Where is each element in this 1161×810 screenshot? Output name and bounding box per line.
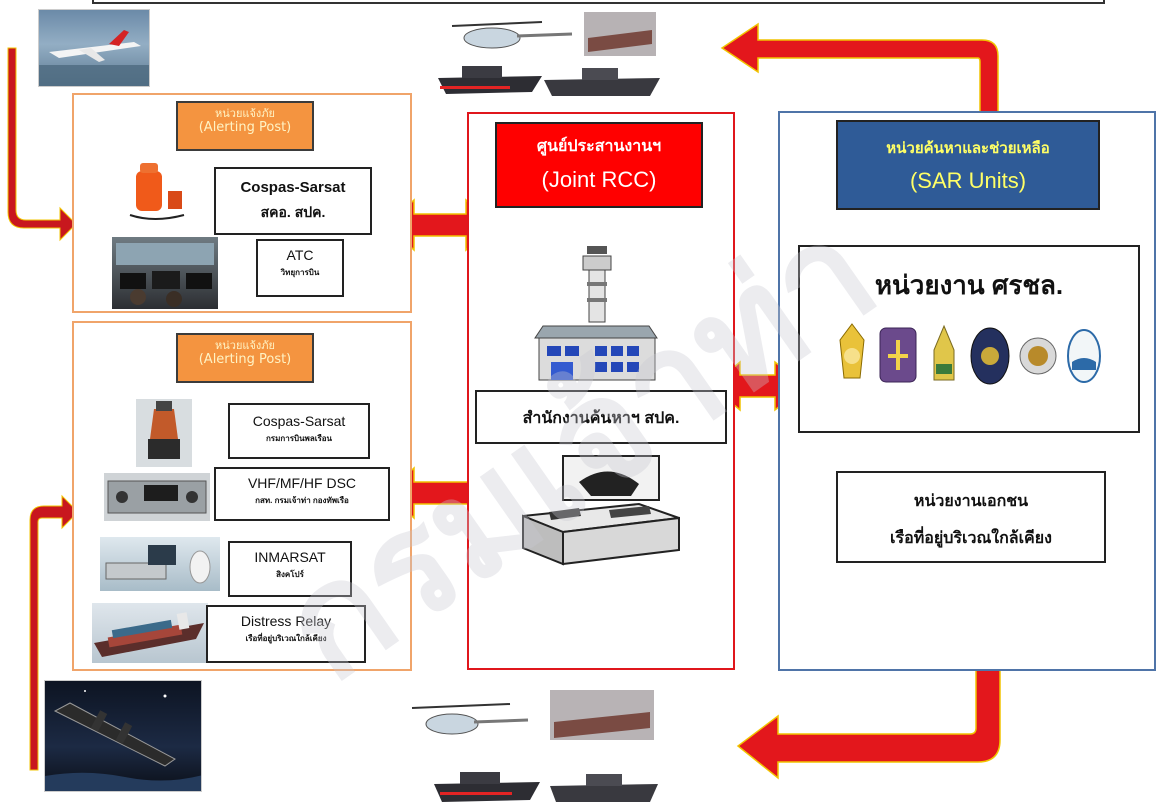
rcc-office-text: สำนักงานค้นหาฯ สปค. — [522, 410, 680, 427]
private-sector-line1: หน่วยงานเอกชน — [913, 493, 1029, 510]
top-assets-photo — [432, 8, 662, 100]
army-emblem-icon — [1019, 337, 1057, 375]
agency-emblem-icon — [933, 324, 955, 381]
marine-emblem-icon — [879, 327, 917, 383]
distress-relay-title: Distress Relay — [240, 613, 332, 629]
distress-relay-sub: เรือที่อยู่บริเวณใกล้เคียง — [245, 634, 327, 643]
control-room-icon — [116, 243, 214, 307]
epirb-beacon-photo — [124, 161, 194, 223]
arrow-aircraft-to-alert — [7, 47, 77, 242]
helicopter-vessels-icon-bottom — [411, 690, 658, 802]
tag-thai-label-bottom: หน่วยแจ้งภัย — [215, 339, 275, 352]
satcom-terminal-icon — [105, 545, 211, 584]
cospas-sarsat-sub-bottom: กรมการบินพลเรือน — [265, 434, 333, 443]
alerting-post-panel-bottom: หน่วยแจ้งภัย (Alerting Post) Cospas-Sars… — [72, 321, 412, 671]
private-sector-box: หน่วยงานเอกชน เรือที่อยู่บริเวณใกล้เคียง — [836, 471, 1106, 563]
operations-desk-icon — [519, 452, 683, 570]
cospas-sarsat-title-bottom: Cospas-Sarsat — [252, 413, 346, 429]
arrow-ship-to-alert — [29, 494, 79, 771]
sar-gov-label: หน่วยงาน ศรชล. — [874, 270, 1064, 300]
atc-sub: วิทยุการบิน — [280, 268, 320, 277]
helicopter-vessels-icon — [438, 12, 660, 96]
control-tower-building-icon — [529, 242, 663, 384]
sar-gov-box: หน่วยงาน ศรชล. — [798, 245, 1140, 433]
rcc-office-label: สำนักงานค้นหาฯ สปค. — [475, 390, 727, 444]
control-tower-building-svg — [534, 246, 658, 381]
inmarsat-sub: สิงคโปร์ — [276, 570, 304, 579]
alerting-post-tag-bottom: หน่วยแจ้งภัย (Alerting Post) — [176, 333, 314, 383]
beacon-icon — [148, 401, 180, 459]
beacon-photo — [136, 399, 192, 467]
arrow-sar-to-assets-bottom — [736, 661, 1001, 780]
tag-en-label-bottom: (Alerting Post) — [198, 352, 292, 367]
rcc-title-thai: ศูนย์ประสานงานฯ — [536, 138, 662, 155]
atc-box: ATC วิทยุการบิน — [256, 239, 344, 297]
cospas-sarsat-box-bottom: Cospas-Sarsat กรมการบินพลเรือน — [228, 403, 370, 459]
sinking-ship-icon — [45, 690, 201, 791]
epirb-beacon-icon — [129, 163, 185, 220]
alerting-post-tag-top: หน่วยแจ้งภัย (Alerting Post) — [176, 101, 314, 151]
joint-rcc-panel: ศูนย์ประสานงานฯ (Joint RCC) สำนักงานค้นห… — [467, 112, 735, 670]
dsc-sub: กสท. กรมเจ้าท่า กองทัพเรือ — [255, 496, 349, 505]
harbor-emblem-icon — [1067, 329, 1101, 383]
radio-set-icon — [107, 480, 207, 514]
sar-title-thai: หน่วยค้นหาและช่วยเหลือ — [886, 140, 1050, 157]
cospas-sarsat-sub: สคอ. สปค. — [260, 204, 326, 220]
inmarsat-title: INMARSAT — [254, 549, 326, 565]
rcc-title-en: (Joint RCC) — [541, 167, 657, 192]
tag-en-label: (Alerting Post) — [198, 120, 292, 135]
sar-title-box: หน่วยค้นหาและช่วยเหลือ (SAR Units) — [836, 120, 1100, 210]
distress-relay-box: Distress Relay เรือที่อยู่บริเวณใกล้เคีย… — [206, 605, 366, 663]
dsc-title: VHF/MF/HF DSC — [247, 475, 357, 491]
cargo-ship-photo — [92, 603, 208, 663]
inmarsat-box: INMARSAT สิงคโปร์ — [228, 541, 352, 597]
cargo-ship-icon — [94, 612, 204, 657]
bottom-assets-photo — [400, 688, 660, 806]
sar-title-en: (SAR Units) — [909, 168, 1027, 193]
alerting-post-panel-top: หน่วยแจ้งภัย (Alerting Post) Cospas-Sars… — [72, 93, 412, 313]
radio-set-photo — [104, 473, 210, 521]
police-emblem-icon — [970, 327, 1010, 385]
cospas-sarsat-title: Cospas-Sarsat — [240, 179, 346, 196]
aircraft-ditching-photo — [38, 9, 150, 87]
aircraft-icon — [39, 30, 149, 86]
rcc-title-box: ศูนย์ประสานงานฯ (Joint RCC) — [495, 122, 703, 208]
top-frame-line — [92, 0, 1105, 4]
navy-emblem-icon — [839, 323, 865, 379]
tag-thai-label: หน่วยแจ้งภัย — [215, 107, 275, 120]
atc-title: ATC — [286, 247, 314, 263]
dsc-box: VHF/MF/HF DSC กสท. กรมเจ้าท่า กองทัพเรือ — [214, 467, 390, 521]
cospas-sarsat-box-top: Cospas-Sarsat สคอ. สปค. — [214, 167, 372, 235]
operations-desk-svg — [522, 455, 680, 566]
private-sector-line2: เรือที่อยู่บริเวณใกล้เคียง — [890, 530, 1052, 547]
agency-emblem-row — [800, 320, 1138, 390]
arrow-sar-to-assets-top — [720, 22, 999, 113]
control-room-photo — [112, 237, 218, 309]
sar-units-panel: หน่วยค้นหาและช่วยเหลือ (SAR Units) หน่วย… — [778, 111, 1156, 671]
sinking-ship-photo — [44, 680, 202, 792]
satcom-terminal-photo — [100, 537, 220, 591]
